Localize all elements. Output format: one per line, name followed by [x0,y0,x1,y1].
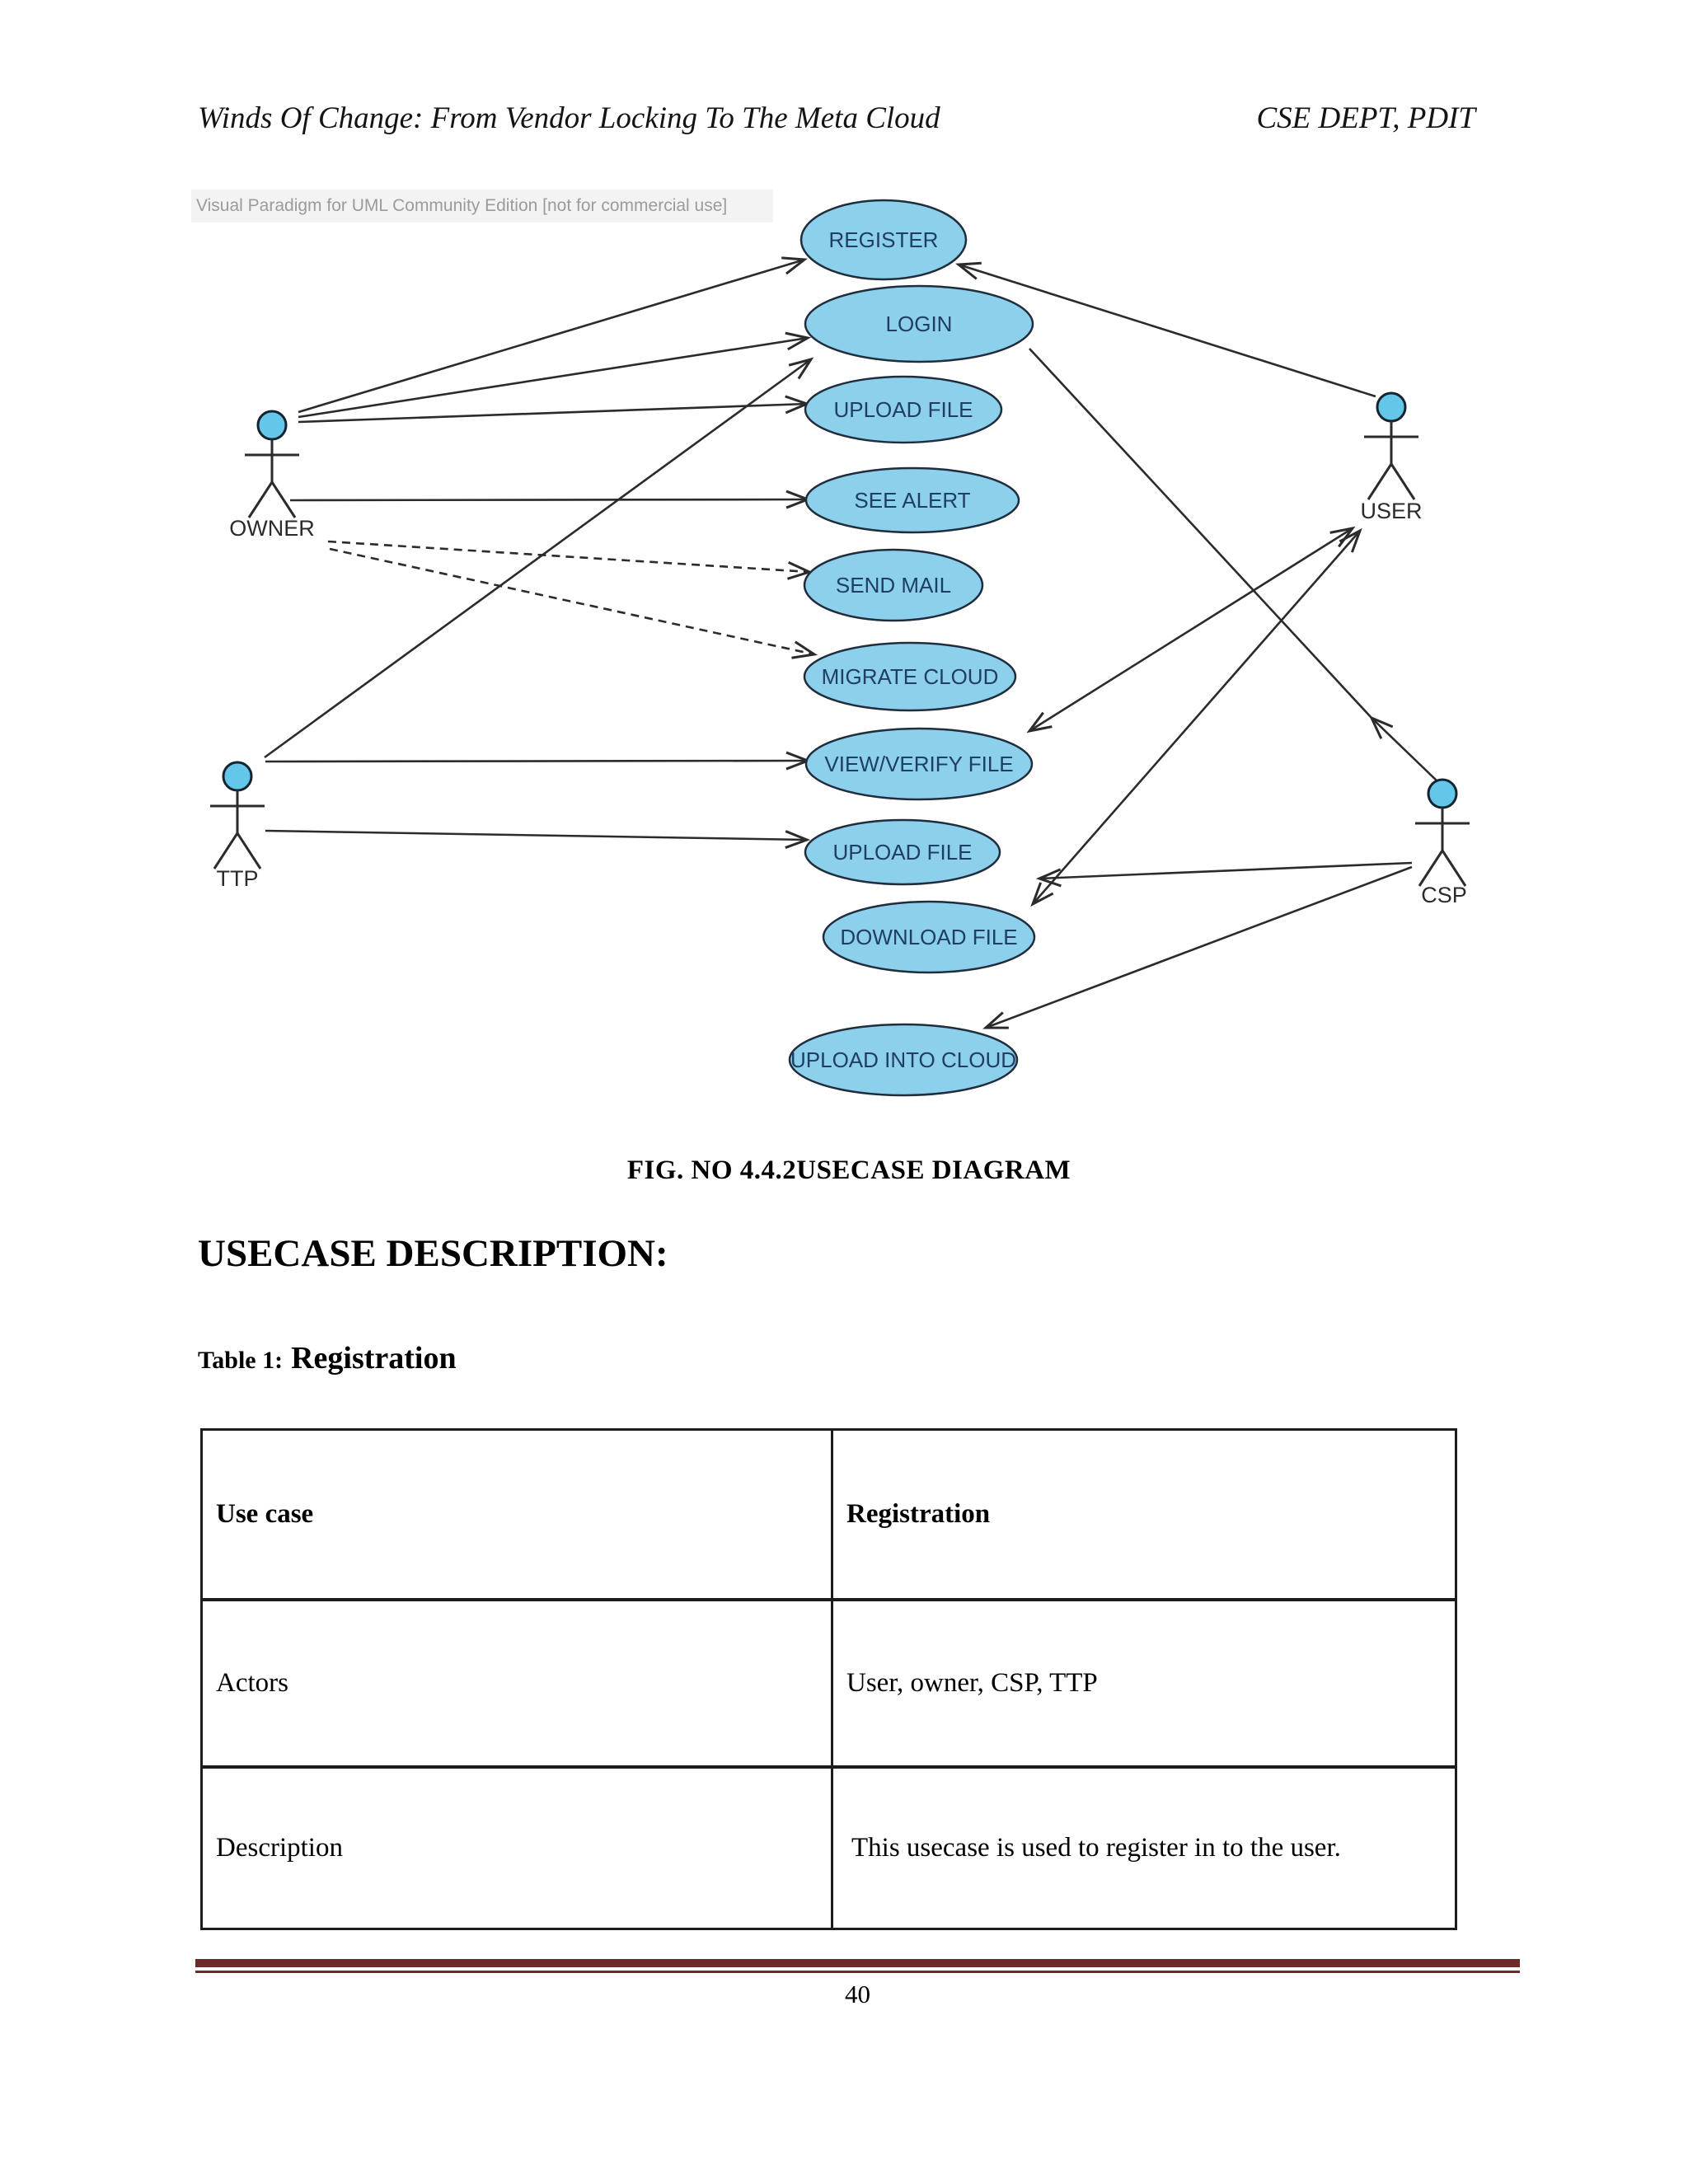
usecase-upload-file-label: UPLOAD FILE [833,397,973,422]
line-csp-login-arrow [1372,718,1439,783]
usecase-login: LOGIN [804,284,1034,363]
table-cell-usecase-value: Registration [846,1499,991,1529]
header-title: Winds Of Change: From Vendor Locking To … [198,101,940,135]
page-number: 40 [845,1980,870,2008]
usecase-login-label: LOGIN [886,312,953,336]
usecase-see-alert-label: SEE ALERT [854,488,970,513]
usecase-upload-file: UPLOAD FILE [804,375,1003,444]
watermark-text: Visual Paradigm for UML Community Editio… [191,190,773,223]
actor-user-label: USER [1360,499,1422,523]
registration-table: Use case Registration Actors User, owner… [200,1428,1457,1930]
table-cell-actors-label: Actors [203,1601,833,1765]
line-owner-login [298,338,808,419]
line-owner-seealert [289,499,808,500]
line-owner-sendmail [327,540,809,572]
line-user-downloadfile [1033,531,1360,904]
footer-rule-thick [195,1959,1520,1967]
usecase-upload-file-2: UPLOAD FILE [804,818,1001,886]
usecase-register-label: REGISTER [829,227,939,252]
table-heading: Table 1: Registration [198,1340,457,1376]
usecase-upload-into-cloud-label: UPLOAD INTO CLOUD [790,1047,1016,1072]
line-ttp-login [264,359,811,759]
table-heading-prefix: Table 1: [198,1347,284,1374]
table-cell-description-value: This usecase is used to register in to t… [851,1833,1341,1863]
usecase-register: REGISTER [799,199,968,281]
usecase-download-file: DOWNLOAD FILE [822,900,1036,974]
line-owner-uploadfile [298,404,807,424]
table-row: Actors User, owner, CSP, TTP [203,1598,1455,1765]
actors: OWNER TTP USER CSP [210,391,1470,907]
actor-owner: OWNER [229,410,315,541]
table-row: Use case Registration [203,1431,1455,1598]
usecase-migrate-cloud-label: MIGRATE CLOUD [822,664,999,689]
association-lines [264,260,1439,1028]
usecase-view-verify-file: VIEW/VERIFY FILE [804,727,1034,801]
usecase-send-mail: SEND MAIL [803,548,984,622]
line-owner-register [298,260,804,414]
line-csp-uploadintocloud [986,865,1413,1028]
line-user-viewverify [1029,528,1353,731]
line-ttp-uploadfile2 [265,829,807,840]
line-ttp-viewverify [265,761,808,762]
usecase-see-alert: SEE ALERT [804,466,1020,534]
line-csp-downloadfile [1039,861,1413,879]
actor-csp-label: CSP [1421,883,1467,907]
actor-ttp: TTP [210,761,265,891]
header-dept: CSE DEPT, PDIT [1256,101,1475,135]
actor-ttp-label: TTP [217,866,259,891]
usecase-send-mail-label: SEND MAIL [836,573,951,598]
usecase-migrate-cloud: MIGRATE CLOUD [803,641,1017,712]
usecase-nodes: REGISTER LOGIN UPLOAD FILE SEE ALERT SEN… [788,199,1036,1097]
table-cell-usecase-label: Use case [203,1431,833,1598]
actor-owner-label: OWNER [229,516,315,541]
usecase-diagram: REGISTER LOGIN UPLOAD FILE SEE ALERT SEN… [210,199,1470,1097]
section-heading: USECASE DESCRIPTION: [198,1232,668,1275]
table-cell-actors-value: User, owner, CSP, TTP [846,1668,1098,1698]
usecase-view-verify-file-label: VIEW/VERIFY FILE [824,752,1013,776]
figure-caption: FIG. NO 4.4.2USECASE DIAGRAM [626,1155,1071,1185]
line-owner-migratecloud [329,547,814,654]
usecase-upload-file-2-label: UPLOAD FILE [832,840,972,865]
actor-user: USER [1360,391,1423,523]
footer-rule-thin [195,1971,1520,1973]
line-user-register [959,265,1376,398]
usecase-upload-into-cloud: UPLOAD INTO CLOUD [788,1023,1019,1097]
table-heading-title: Registration [291,1341,457,1376]
usecase-download-file-label: DOWNLOAD FILE [840,925,1017,949]
table-row: Description This usecase is used to regi… [203,1765,1455,1928]
line-login-csp [1029,348,1372,719]
table-cell-description-label: Description [203,1769,833,1928]
actor-csp: CSP [1415,778,1470,907]
